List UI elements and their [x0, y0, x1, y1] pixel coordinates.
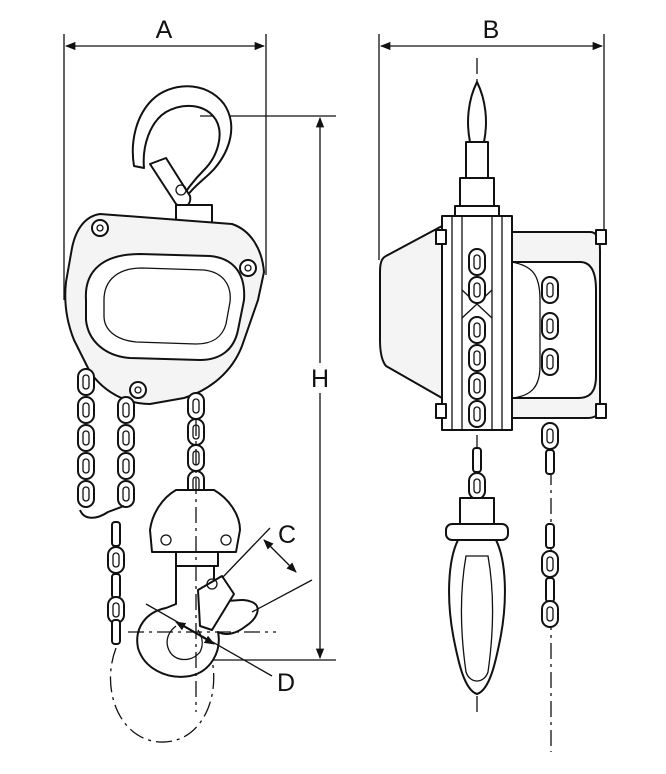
dimension-h: H	[200, 115, 336, 661]
side-hand-chain	[541, 276, 559, 628]
dimension-d: D	[145, 603, 295, 697]
side-bottom-hook	[445, 447, 509, 695]
front-view: C D	[64, 85, 313, 743]
dimension-b: B	[378, 16, 605, 260]
top-hook	[131, 85, 233, 224]
dimension-h-label: H	[311, 365, 329, 393]
dimension-c: C	[221, 521, 313, 613]
dimension-d-label: D	[277, 669, 295, 697]
bottom-hook	[128, 420, 276, 712]
hoist-body	[64, 213, 265, 405]
dimension-b-label: B	[483, 16, 500, 44]
side-top-hook	[454, 81, 500, 219]
side-view	[379, 58, 607, 752]
dimension-a: A	[63, 16, 267, 300]
hand-chain	[77, 368, 215, 743]
side-body	[379, 215, 607, 431]
dimension-c-label: C	[278, 521, 296, 549]
dimension-a-label: A	[156, 16, 173, 44]
